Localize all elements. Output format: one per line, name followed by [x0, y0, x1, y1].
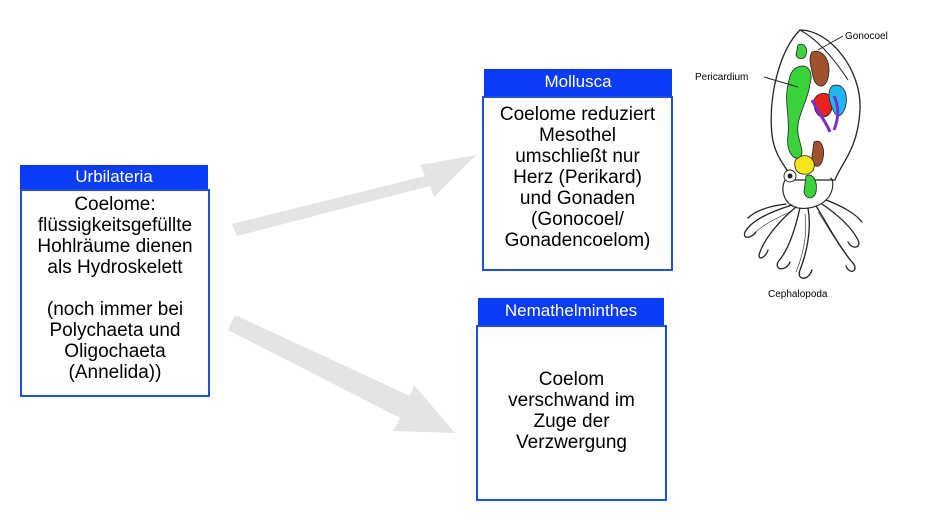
mollusca-line: umschließt nur [515, 146, 640, 167]
urbilateria-line: flüssigkeitsgefüllte [37, 215, 193, 236]
pericardium-pointer [763, 76, 799, 88]
nemathelminthes-line: Coelom [538, 369, 605, 390]
eye-pupil [787, 173, 793, 179]
pericardium-label: Pericardium [695, 72, 748, 83]
head-outline [782, 177, 834, 209]
fin-outline [799, 29, 849, 81]
mollusca-line: Gonadencoelom) [504, 230, 651, 251]
cephalopoda-caption: Cephalopoda [768, 289, 828, 300]
nemathelminthes-line: Verzwergung [516, 432, 627, 453]
urbilateria-title: Urbilateria [20, 165, 208, 189]
nemathelminthes-line: verschwand im [508, 390, 635, 411]
nemathelminthes-line: Zuge der [533, 411, 610, 432]
arrow-to-mollusca [232, 155, 476, 236]
urbilateria-box: Coelome: flüssigkeitsgefüllte Hohlräume … [20, 189, 210, 397]
vessel-shape-2 [832, 95, 840, 131]
gonocoel-pointer [817, 35, 844, 51]
vessel-shape [810, 99, 832, 133]
gills-shape [828, 84, 847, 117]
pericardium-shape [786, 65, 812, 159]
urbilateria-line: Hohlräume dienen [37, 236, 193, 257]
mollusca-line: (Gonocoel/ [531, 209, 624, 230]
arm-suckers [751, 211, 851, 273]
nemathelminthes-title: Nemathelminthes [478, 298, 664, 325]
pericardium-lobe [795, 43, 807, 60]
arms [743, 199, 863, 279]
arrow-to-nemathelminthes [228, 315, 455, 433]
nemathelminthes-box: Coelom verschwand im Zuge der Verzwergun… [476, 325, 667, 501]
gland-shape [794, 155, 815, 175]
buccal-shape [803, 174, 817, 199]
mollusca-line: Coelome reduziert [499, 104, 656, 125]
urbilateria-line: (Annelida)) [68, 362, 162, 383]
mollusca-line: Herz (Perikard) [513, 167, 642, 188]
mollusca-box: Coelome reduziert Mesothel umschließt nu… [482, 96, 673, 271]
urbilateria-line: (noch immer bei [46, 299, 184, 320]
mollusca-line: Mesothel [538, 125, 617, 146]
urbilateria-line: Oligochaeta [64, 341, 166, 362]
urbilateria-line: als Hydroskelett [47, 257, 183, 278]
gonocoel-shape [809, 50, 830, 87]
urbilateria-line: Coelome: [74, 194, 156, 215]
gonocoel-label: Gonocoel [845, 31, 888, 42]
mantle-outline [770, 29, 861, 181]
mollusca-line: und Gonaden [519, 188, 636, 209]
mollusca-title: Mollusca [484, 69, 672, 96]
urbilateria-line: Polychaeta und [49, 320, 181, 341]
